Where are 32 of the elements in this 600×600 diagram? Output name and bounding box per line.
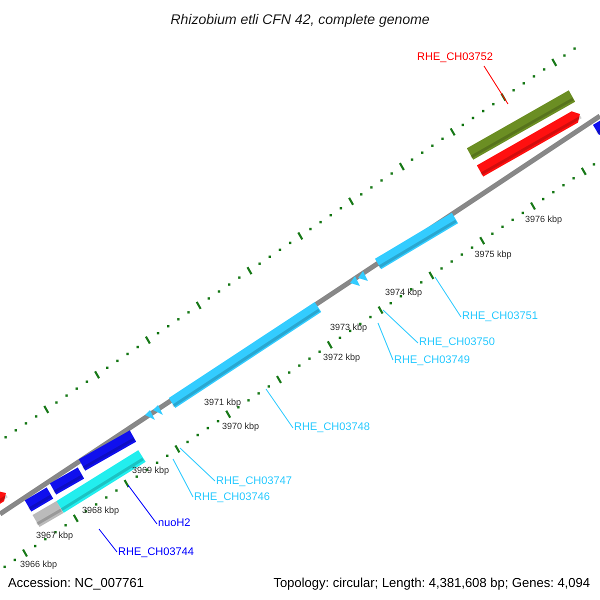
- leader-line: [266, 388, 294, 428]
- tick-label: 3969 kbp: [132, 465, 170, 476]
- gene-label: RHE_CH03746: [194, 491, 270, 504]
- accession-text: Accession: NC_007761: [8, 574, 144, 592]
- gene-label: RHE_CH03748: [294, 421, 370, 434]
- tick-label: 3971 kbp: [204, 397, 242, 408]
- tick-label: 3967 kbp: [36, 530, 74, 541]
- tick-label: 3968 kbp: [82, 505, 120, 516]
- leader-line: [172, 458, 194, 498]
- tick-label: 3970 kbp: [222, 421, 260, 432]
- tick-label: 3976 kbp: [525, 214, 562, 225]
- gene-label: RHE_CH03752: [417, 51, 493, 64]
- tick-label: 3966 kbp: [20, 559, 58, 570]
- gene-label: RHE_CH03750: [419, 336, 495, 349]
- leader-line: [382, 310, 418, 344]
- gene-label: nuoH2: [158, 517, 190, 530]
- leader-line: [434, 276, 462, 318]
- gene-label: RHE_CH03744: [118, 546, 194, 559]
- title: Rhizobium etli CFN 42, complete genome: [169, 10, 431, 29]
- tick-label: 3974 kbp: [385, 287, 422, 298]
- leader-line: [98, 528, 118, 552]
- tick-label: 3975 kbp: [474, 248, 512, 260]
- genome-info-text: Topology: circular; Length: 4,381,608 bp; Genes: 4,094: [273, 574, 590, 592]
- gene-label: RHE_CH03747: [216, 475, 292, 488]
- leader-line: [484, 66, 508, 104]
- tick-label: 3972 kbp: [323, 352, 360, 363]
- leader-line: [128, 484, 158, 524]
- leader-line: [180, 448, 216, 482]
- tick-label: 3973 kbp: [330, 322, 368, 333]
- gene-label: RHE_CH03751: [462, 310, 538, 323]
- gene-label: RHE_CH03749: [394, 354, 470, 367]
- leader-line: [378, 322, 394, 360]
